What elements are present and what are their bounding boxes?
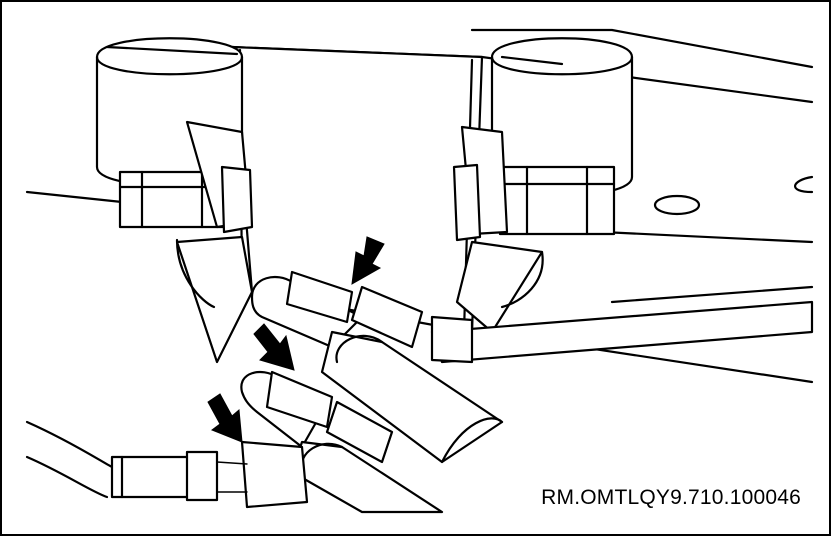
- arrow-lower: [207, 393, 243, 443]
- left-mount: [95, 37, 254, 309]
- arrow-upper: [351, 236, 385, 285]
- brake-tube-right: [430, 300, 814, 364]
- figure-reference-code: RM.OMTLQY9.710.100046: [539, 486, 803, 510]
- lower-fitting: [240, 370, 444, 514]
- upper-fitting: [250, 270, 504, 464]
- right-mount: [452, 37, 634, 309]
- arrow-middle: [253, 323, 295, 371]
- left-hose-fitting: [110, 450, 248, 502]
